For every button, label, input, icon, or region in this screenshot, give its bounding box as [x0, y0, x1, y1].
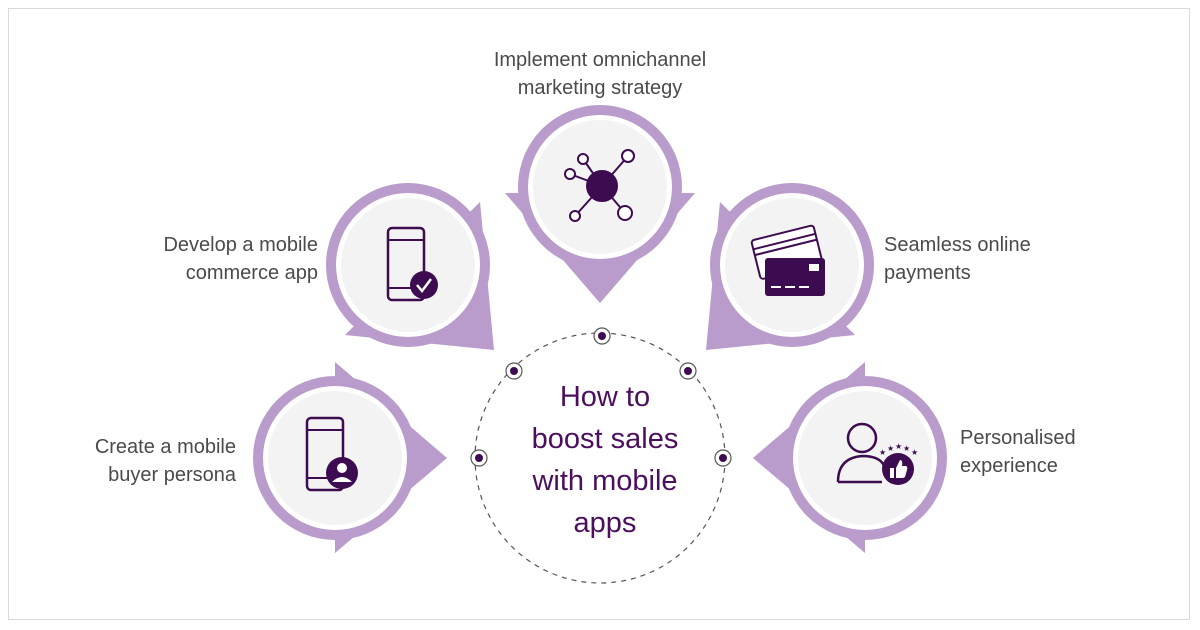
- svg-text:★: ★: [903, 444, 910, 453]
- label-line: Implement omnichannel: [493, 49, 707, 71]
- svg-text:★: ★: [879, 448, 886, 457]
- label-line: experience: [960, 455, 1058, 477]
- network-icon: [564, 149, 635, 222]
- connector-dot-left: [470, 449, 488, 467]
- step-node-commerce-app: [326, 183, 494, 350]
- connector-dot-upper-left: [505, 362, 523, 380]
- credit-card-icon: [750, 224, 825, 296]
- phone-user-icon: [305, 416, 358, 492]
- svg-text:★: ★: [887, 444, 894, 453]
- center-title: How to boost sales with mobile apps: [510, 376, 700, 544]
- svg-text:★: ★: [895, 442, 902, 451]
- label-line: payments: [884, 262, 971, 284]
- label-payments: Seamless online payments: [884, 231, 1124, 287]
- connector-dot-upper-right: [679, 362, 697, 380]
- step-node-payments: [706, 183, 874, 350]
- label-line: commerce app: [185, 262, 318, 284]
- label-line: Seamless online: [884, 234, 1031, 256]
- user-rating-icon: ★ ★ ★ ★ ★: [836, 422, 918, 485]
- center-title-line: apps: [573, 507, 637, 539]
- label-line: marketing strategy: [517, 77, 683, 99]
- label-omnichannel: Implement omnichannel marketing strategy: [430, 46, 770, 102]
- svg-text:★: ★: [911, 448, 918, 457]
- step-node-omnichannel: [505, 105, 695, 303]
- label-line: Develop a mobile: [163, 234, 318, 256]
- label-personalised: Personalised experience: [960, 424, 1160, 480]
- center-title-line: boost sales: [531, 423, 679, 455]
- center-title-line: with mobile: [532, 465, 678, 497]
- label-persona: Create a mobile buyer persona: [20, 433, 236, 489]
- step-node-persona: [253, 362, 447, 553]
- connector-dots: [470, 327, 732, 467]
- label-commerce-app: Develop a mobile commerce app: [90, 231, 318, 287]
- phone-check-icon: [386, 226, 438, 302]
- label-line: Create a mobile: [94, 436, 236, 458]
- connector-dot-top: [593, 327, 611, 345]
- center-title-line: How to: [559, 381, 651, 413]
- step-node-personalised: ★ ★ ★ ★ ★: [753, 362, 947, 553]
- connector-dot-right: [714, 449, 732, 467]
- frame-border: [8, 8, 1190, 620]
- label-line: Personalised: [960, 427, 1076, 449]
- label-line: buyer persona: [108, 464, 236, 486]
